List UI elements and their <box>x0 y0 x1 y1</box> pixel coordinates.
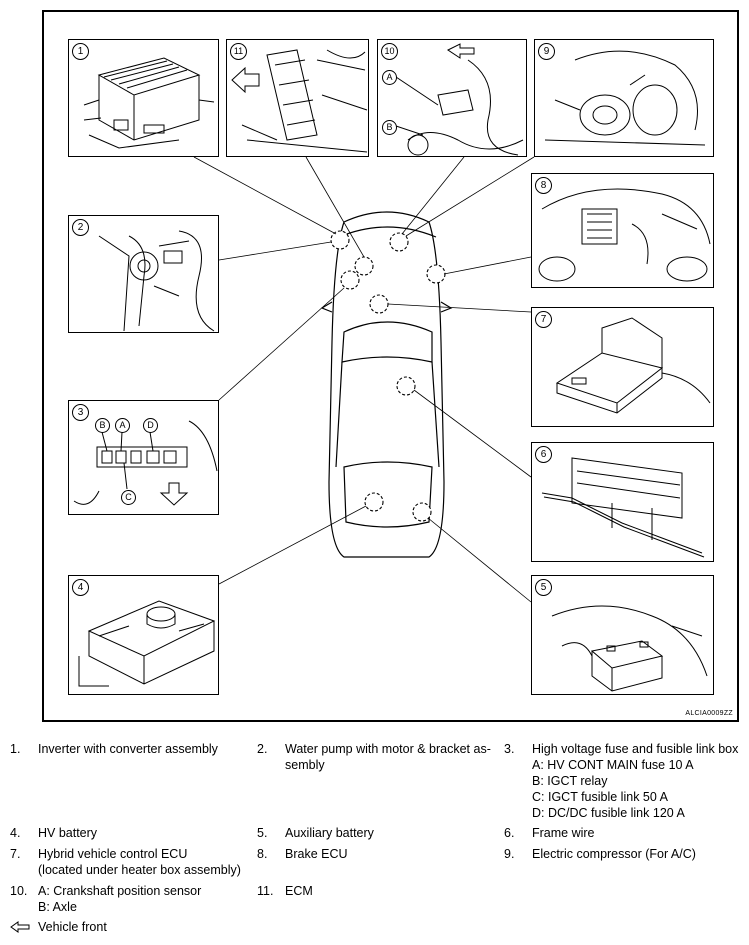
panel-8-brake-ecu: 8 <box>531 173 714 288</box>
brake-ecu-illustration <box>538 188 711 282</box>
locator-circle-5 <box>412 502 432 522</box>
label-a: A <box>115 418 130 433</box>
callout-4: 4 <box>72 579 89 596</box>
callout-3: 3 <box>72 404 89 421</box>
legend-text: Auxiliary battery <box>285 826 374 840</box>
callout-7: 7 <box>535 311 552 328</box>
legend-number: 3. <box>504 742 515 756</box>
legend-number: 8. <box>257 847 268 861</box>
callout-2: 2 <box>72 219 89 236</box>
callout-11: 11 <box>230 43 247 60</box>
callout-1: 1 <box>72 43 89 60</box>
legend-text: A: Crankshaft position sensor B: Axle <box>38 883 201 915</box>
panel-6-frame-wire: 6 <box>531 442 714 562</box>
legend-sub: B: Axle <box>38 900 77 914</box>
callout-6: 6 <box>535 446 552 463</box>
label-a: A <box>382 70 397 85</box>
legend-number: 4. <box>10 826 21 840</box>
locator-circle-11 <box>354 256 374 276</box>
component-location-figure: 1 11 10 A <box>42 10 739 722</box>
water-pump-illustration <box>98 230 215 332</box>
legend-title: Hybrid vehicle control ECU <box>38 847 188 861</box>
legend-title: High voltage fuse and fusible link box <box>532 742 739 756</box>
callout-8: 8 <box>535 177 552 194</box>
fuse-box-illustration <box>73 420 218 506</box>
legend-text: Hybrid vehicle control ECU (located unde… <box>38 846 241 878</box>
label-b: B <box>382 120 397 135</box>
legend-sub: (located under heater box assembly) <box>38 863 241 877</box>
crank-sensor-illustration <box>395 43 524 156</box>
legend-sub-c: C: IGCT fusible link 50 A <box>532 790 668 804</box>
frame-wire-illustration <box>541 457 705 558</box>
hv-battery-illustration <box>78 600 216 687</box>
auxiliary-battery-illustration <box>551 605 708 692</box>
panel-3-fuse-box: 3 B A D C <box>68 400 219 515</box>
locator-circle-8 <box>426 264 446 284</box>
legend-text: Vehicle front <box>38 920 107 934</box>
legend-sub-a: A: HV CONT MAIN fuse 10 A <box>532 758 694 772</box>
legend-number: 2. <box>257 742 268 756</box>
legend-number: 10. <box>10 884 28 898</box>
label-c: C <box>121 490 136 505</box>
legend-text: HV battery <box>38 826 98 840</box>
legend-number: 7. <box>10 847 21 861</box>
locator-circle-3 <box>340 270 360 290</box>
panel-2-water-pump: 2 <box>68 215 219 333</box>
panel-1-inverter: 1 <box>68 39 219 157</box>
panel-4-hv-battery: 4 <box>68 575 219 695</box>
legend-number: 5. <box>257 826 268 840</box>
legend-text: Electric compressor (For A/C) <box>532 847 696 861</box>
hv-control-ecu-illustration <box>555 317 711 414</box>
figure-code: ALCIA0009ZZ <box>685 710 733 717</box>
panel-9-compressor: 9 <box>534 39 714 157</box>
legend-number: 6. <box>504 826 515 840</box>
legend-number: 1. <box>10 742 21 756</box>
locator-circle-2 <box>330 230 350 250</box>
legend-text: Brake ECU <box>285 847 348 861</box>
callout-5: 5 <box>535 579 552 596</box>
arrow-left-outline-icon <box>10 921 30 937</box>
panel-5-auxiliary-battery: 5 <box>531 575 714 695</box>
panel-10-crank-sensor: 10 A B <box>377 39 527 157</box>
compressor-illustration <box>544 50 706 146</box>
legend-sub-b: B: IGCT relay <box>532 774 608 788</box>
legend-text: High voltage fuse and fusible link box A… <box>532 741 738 821</box>
vehicle-top-view <box>193 156 535 603</box>
panel-7-hv-control-ecu: 7 <box>531 307 714 427</box>
label-d: D <box>143 418 158 433</box>
legend-number: 9. <box>504 847 515 861</box>
inverter-illustration <box>83 57 215 149</box>
legend-number: 11. <box>257 884 274 898</box>
legend-sub-d: D: DC/DC fusible link 120 A <box>532 806 685 820</box>
legend-text: Inverter with converter assembly <box>38 742 218 756</box>
ecm-illustration <box>231 49 368 153</box>
callout-10: 10 <box>381 43 398 60</box>
locator-circle-10 <box>389 232 409 252</box>
callout-9: 9 <box>538 43 555 60</box>
locator-circle-4 <box>364 492 384 512</box>
label-b: B <box>95 418 110 433</box>
panel-11-ecm: 11 <box>226 39 369 157</box>
legend-text: Water pump with motor & bracket as-sembl… <box>285 742 491 772</box>
legend-title: A: Crankshaft position sensor <box>38 884 202 898</box>
locator-circle-6 <box>396 376 416 396</box>
locator-circle-7 <box>369 294 389 314</box>
legend-text: Frame wire <box>532 826 595 840</box>
legend-text: ECM <box>285 884 313 898</box>
